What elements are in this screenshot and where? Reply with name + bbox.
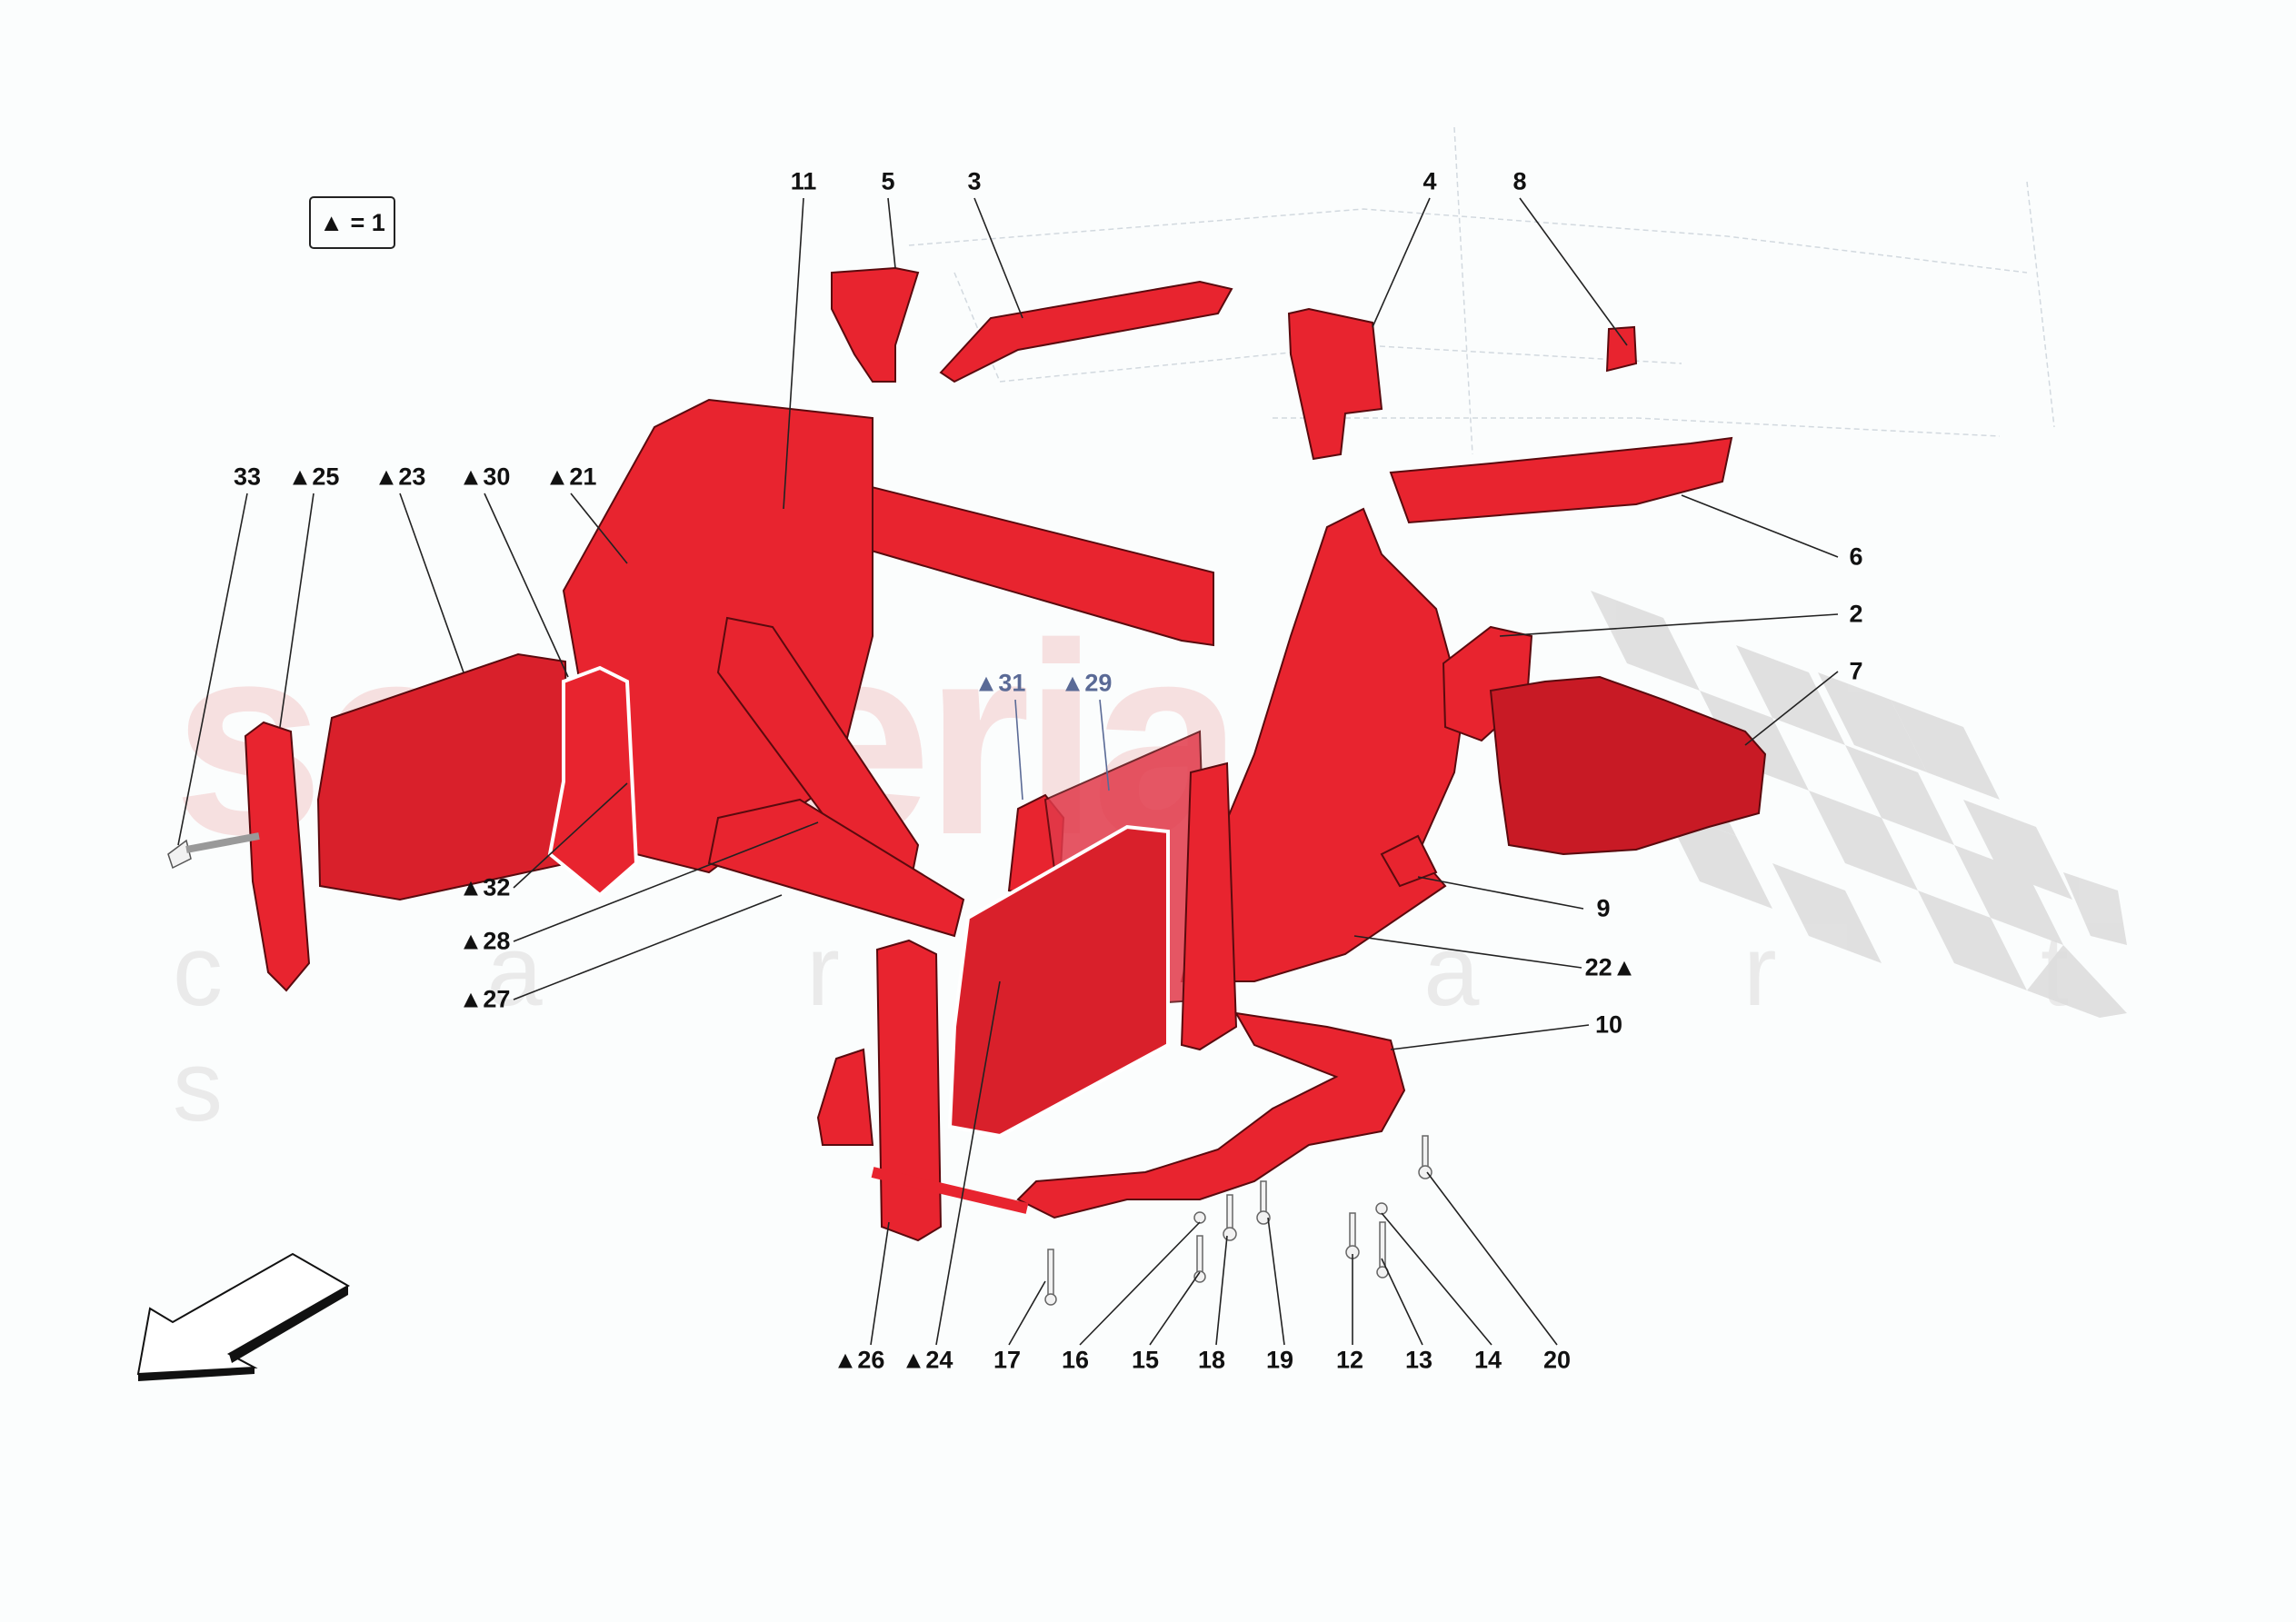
part-8-bracket xyxy=(1605,325,1638,373)
callout-20[interactable]: 20 xyxy=(1542,1346,1572,1374)
part-10-left-arm xyxy=(816,1048,874,1146)
part-22-column xyxy=(1180,761,1238,1051)
callout-2[interactable]: 2 xyxy=(1849,600,1863,628)
part-4-bracket xyxy=(1287,307,1383,461)
callout-27[interactable]: ▲27 xyxy=(458,985,511,1013)
callout-10[interactable]: 10 xyxy=(1594,1010,1623,1039)
leader-line xyxy=(513,894,783,1000)
callout-16[interactable]: 16 xyxy=(1061,1346,1090,1374)
callout-19[interactable]: 19 xyxy=(1265,1346,1294,1374)
part-5-bracket xyxy=(831,266,920,383)
callout-15[interactable]: 15 xyxy=(1131,1346,1160,1374)
callout-6[interactable]: 6 xyxy=(1849,542,1863,571)
leader-line xyxy=(887,197,896,269)
callout-26[interactable]: ▲26 xyxy=(833,1346,885,1374)
callout-17[interactable]: 17 xyxy=(993,1346,1022,1374)
callout-25[interactable]: ▲25 xyxy=(287,463,340,491)
leader-line xyxy=(783,197,804,510)
callout-8[interactable]: 8 xyxy=(1512,167,1527,195)
leader-line xyxy=(513,782,628,889)
leader-line xyxy=(1149,1271,1201,1346)
leader-line xyxy=(1381,1258,1423,1346)
callout-3[interactable]: 3 xyxy=(967,167,982,195)
callout-24[interactable]: ▲24 xyxy=(901,1346,953,1374)
leader-line xyxy=(1267,1217,1285,1346)
leader-line xyxy=(279,493,314,728)
arrow-down-left-icon xyxy=(136,1252,351,1381)
callout-31[interactable]: ▲31 xyxy=(973,669,1026,697)
legend-text: ▲ = 1 xyxy=(319,208,385,236)
part-10-subframe xyxy=(1016,1011,1406,1219)
leader-line xyxy=(1099,699,1110,791)
callout-13[interactable]: 13 xyxy=(1404,1346,1433,1374)
callout-9[interactable]: 9 xyxy=(1596,894,1611,922)
quantity-legend: ▲ = 1 xyxy=(309,196,395,249)
part-25-reinforcement xyxy=(244,721,311,992)
callout-12[interactable]: 12 xyxy=(1335,1346,1364,1374)
callout-14[interactable]: 14 xyxy=(1473,1346,1502,1374)
part-26-reinforcement xyxy=(875,939,943,1242)
callout-29[interactable]: ▲29 xyxy=(1060,669,1113,697)
callout-4[interactable]: 4 xyxy=(1423,167,1437,195)
leader-line xyxy=(484,493,569,678)
leader-line xyxy=(1499,613,1839,637)
leader-line xyxy=(1381,1212,1492,1346)
callout-22[interactable]: 22▲ xyxy=(1584,953,1637,981)
callout-5[interactable]: 5 xyxy=(881,167,895,195)
leader-line xyxy=(1417,876,1584,910)
callout-30[interactable]: ▲30 xyxy=(458,463,511,491)
leader-line xyxy=(973,197,1023,319)
part-7-panel xyxy=(1489,675,1767,856)
leader-line xyxy=(1353,935,1582,969)
leader-line xyxy=(1426,1171,1558,1346)
leader-line xyxy=(1519,197,1628,346)
callout-23[interactable]: ▲23 xyxy=(374,463,426,491)
callout-32[interactable]: ▲32 xyxy=(458,873,511,901)
part-9-bracket xyxy=(1380,834,1438,888)
part-30-panel xyxy=(547,665,639,898)
part-6-rail xyxy=(1389,436,1733,524)
callout-7[interactable]: 7 xyxy=(1849,657,1863,685)
callout-33[interactable]: 33 xyxy=(233,463,262,491)
leader-line xyxy=(177,493,248,846)
leader-line xyxy=(1681,494,1839,558)
callout-18[interactable]: 18 xyxy=(1197,1346,1226,1374)
part-24-box-member xyxy=(947,824,1170,1139)
leader-line xyxy=(513,821,819,942)
leader-line xyxy=(399,493,464,673)
leader-line xyxy=(1215,1235,1228,1346)
leader-line xyxy=(1372,197,1431,328)
part-3-rail xyxy=(939,280,1233,383)
leader-line xyxy=(1079,1221,1201,1346)
leader-line xyxy=(935,980,1001,1346)
leader-line xyxy=(1008,1280,1046,1346)
leader-line xyxy=(1014,699,1023,801)
callout-11[interactable]: 11 xyxy=(790,167,817,195)
leader-line xyxy=(1390,1024,1590,1050)
leader-line xyxy=(1744,671,1839,746)
callout-28[interactable]: ▲28 xyxy=(458,927,511,955)
part-23-box-member xyxy=(316,652,570,901)
leader-line xyxy=(570,493,628,564)
part-33-bolt xyxy=(167,832,260,870)
leader-lines xyxy=(177,197,1839,1346)
part-27-floor-panel xyxy=(707,798,965,938)
callout-21[interactable]: ▲21 xyxy=(544,463,597,491)
leader-line xyxy=(870,1221,890,1346)
